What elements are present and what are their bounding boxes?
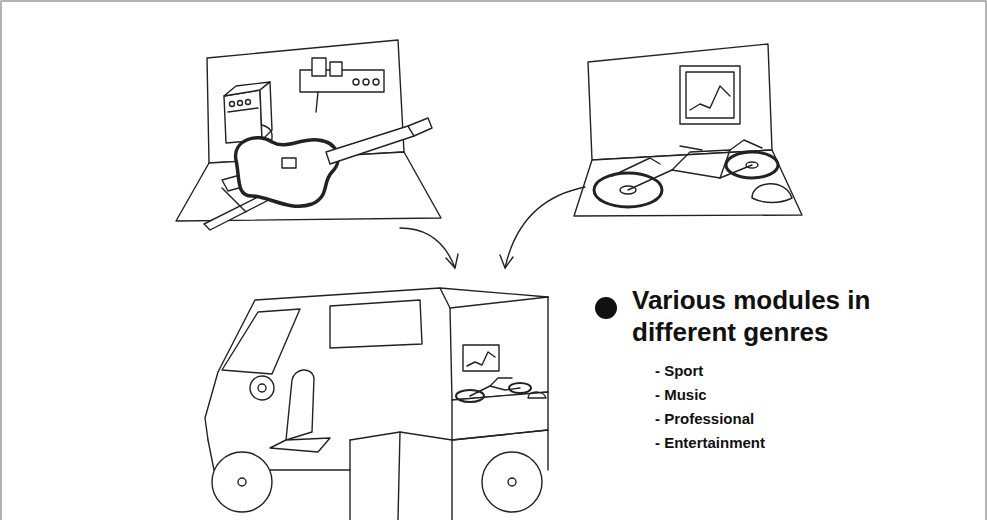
vehicle-illustration-part <box>400 432 452 520</box>
music-module-part <box>373 79 379 85</box>
vehicle-illustration-part <box>238 478 246 486</box>
music-module-part <box>316 92 318 112</box>
music-module-part <box>230 102 235 107</box>
vehicle-illustration-part <box>222 309 300 374</box>
music-module-part <box>238 101 243 106</box>
vehicle-illustration <box>205 288 548 520</box>
vehicle-illustration-part <box>508 478 516 486</box>
sport-module-part <box>672 150 730 178</box>
genre-item: - Sport <box>655 361 703 381</box>
vehicle-illustration-part <box>330 300 422 348</box>
bullet-dot-part <box>595 297 617 319</box>
vehicle-illustration-part <box>270 438 330 452</box>
vehicle-illustration-part <box>205 288 548 440</box>
vehicle-illustration-part <box>258 384 266 392</box>
vehicle-illustration-part <box>463 345 499 371</box>
vehicle-illustration-part <box>470 378 520 396</box>
flow-arrow-part <box>505 187 585 268</box>
vehicle-illustration-part <box>250 376 274 400</box>
music-module-part <box>246 100 251 105</box>
music-module-part <box>260 82 272 140</box>
flow-arrow-part <box>446 254 458 268</box>
vehicle-illustration-part <box>450 297 548 400</box>
sport-module-part <box>588 44 772 160</box>
flow-arrow <box>400 187 585 268</box>
sport-module-part <box>612 158 660 176</box>
music-module-part <box>326 126 414 164</box>
vehicle-illustration-part <box>467 352 495 366</box>
genre-item: - Entertainment <box>655 433 765 453</box>
flow-arrow-part <box>500 255 513 268</box>
heading-text: Various modules in different genres <box>632 284 882 348</box>
music-module-part <box>236 138 339 207</box>
sport-module-part <box>680 146 702 150</box>
vehicle-illustration-part <box>452 392 548 440</box>
music-module <box>176 40 441 230</box>
sport-module-part <box>690 86 730 110</box>
sport-module-part <box>686 72 734 118</box>
sport-module <box>574 44 802 216</box>
music-module-part <box>330 62 342 76</box>
sport-module-part <box>574 150 802 216</box>
vehicle-illustration-part <box>286 370 314 440</box>
vehicle-illustration-part <box>349 440 350 520</box>
music-module-part <box>408 118 432 136</box>
sport-module-part <box>730 140 762 150</box>
bullet-dot <box>595 297 617 319</box>
genre-item: - Professional <box>655 409 754 429</box>
sport-module-part <box>628 165 752 190</box>
sport-module-part <box>680 66 740 124</box>
music-module-part <box>224 90 262 143</box>
vehicle-illustration-part <box>528 392 546 398</box>
music-module-part <box>353 79 359 85</box>
vehicle-illustration-part <box>440 288 548 308</box>
music-module-part <box>282 158 296 168</box>
music-module-part <box>228 108 258 112</box>
vehicle-illustration-part <box>482 452 542 512</box>
music-module-part <box>363 79 369 85</box>
genre-item: - Music <box>655 385 707 405</box>
vehicle-illustration-part <box>350 432 400 520</box>
vehicle-illustration-part <box>212 452 272 512</box>
flow-arrow-part <box>400 228 455 268</box>
music-module-part <box>312 58 326 76</box>
sport-module-part <box>752 184 792 203</box>
